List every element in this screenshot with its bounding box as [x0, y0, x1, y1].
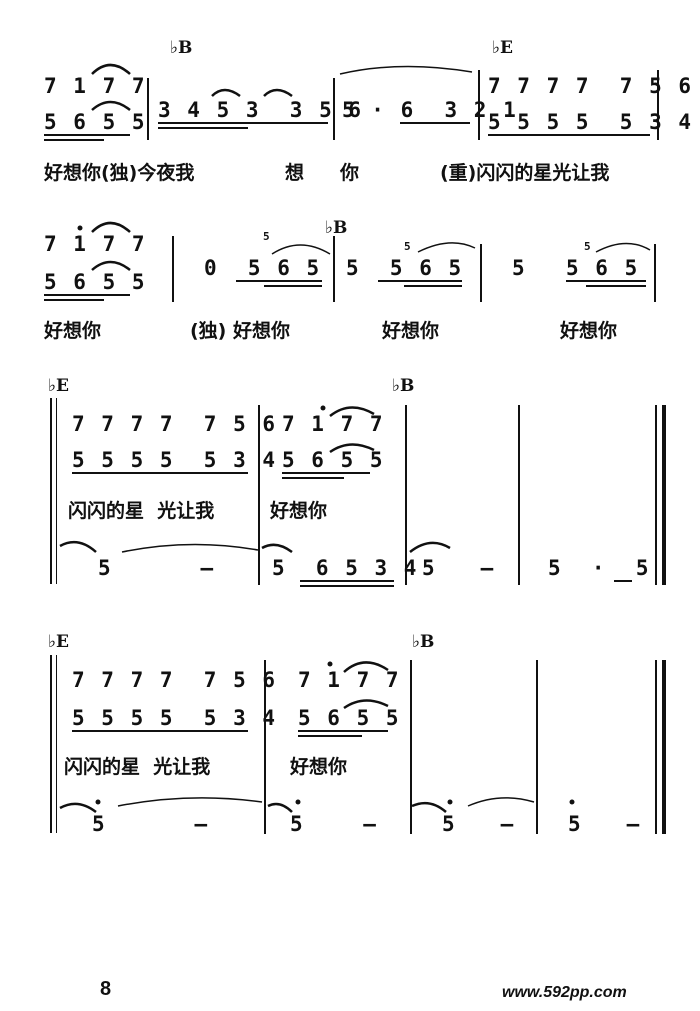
lyric: 好想你: [270, 500, 328, 522]
note-row-upper: 7 1 7 7: [44, 74, 147, 98]
note-row: 5 6 5: [566, 256, 640, 280]
lyric: 你: [340, 162, 360, 184]
page-number: 8: [100, 978, 112, 1000]
system-bracket: [50, 398, 52, 584]
underline: [298, 735, 362, 737]
note-row-lower: 5 5 5 5 5 3 4: [72, 448, 278, 472]
note-row-upper: 7 1 7 7: [282, 412, 385, 436]
note-row-lower: 5 6 5 5: [44, 110, 147, 134]
note-row: 5 · 6 3 2 1: [342, 98, 518, 122]
lyric: 好想你: [290, 756, 348, 778]
lyric: 闪闪的星 光让我: [68, 500, 215, 522]
barline: [536, 660, 538, 834]
underline: [72, 472, 248, 474]
lyric: 好想你: [44, 320, 102, 342]
bass-note: 5 · 5: [548, 556, 651, 580]
grace-note: 5: [404, 240, 411, 253]
barline: [147, 78, 149, 140]
underline: [44, 294, 130, 296]
note-row-upper: 7 7 7 7 7 5 6: [488, 74, 694, 98]
underline: [298, 730, 388, 732]
system-bracket: [56, 398, 57, 584]
system-bracket: [56, 655, 57, 833]
underline: [282, 477, 344, 479]
final-barline: [662, 405, 666, 585]
chord-symbol: ♭E: [48, 376, 69, 396]
chord-symbol: ♭E: [492, 38, 513, 58]
note-row: 0 5 6 5: [204, 256, 322, 280]
lyric: (重)闪闪的星光让我: [440, 162, 610, 184]
underline: [488, 134, 650, 136]
note-row-upper: 7 1 7 7: [298, 668, 401, 692]
underline: [236, 280, 322, 282]
barline: [172, 236, 174, 302]
underline: [72, 730, 248, 732]
note-row-upper: 7 7 7 7 7 5 6: [72, 412, 278, 436]
barline: [480, 244, 482, 302]
note-row-upper: 7 1 7 7: [44, 232, 147, 256]
barline: [258, 405, 260, 585]
underline: [614, 580, 632, 582]
final-barline: [662, 660, 666, 834]
bass-note: 5 –: [422, 556, 496, 580]
chord-symbol: ♭B: [412, 632, 435, 652]
underline: [586, 285, 646, 287]
underline: [404, 285, 462, 287]
barline: [518, 405, 520, 585]
bass-note: 5 –: [92, 812, 210, 836]
barline: [655, 660, 657, 834]
barline: [333, 236, 335, 302]
barline: [654, 244, 656, 302]
lyric: 闪闪的星 光让我: [64, 756, 211, 778]
underline: [264, 285, 322, 287]
underline: [44, 134, 130, 136]
underline: [282, 472, 370, 474]
bass-note: 5 6 5 3 4: [272, 556, 419, 580]
note-row-lower: 5 6 5 5: [298, 706, 401, 730]
system-bracket: [50, 655, 52, 833]
chord-symbol: ♭E: [48, 632, 69, 652]
grace-note: 5: [263, 230, 270, 243]
bass-note: 5 –: [98, 556, 216, 580]
underline: [158, 127, 248, 129]
lyric: 好想你: [382, 320, 440, 342]
barline: [655, 405, 657, 585]
note-row: 5: [512, 256, 527, 280]
underline: [158, 122, 328, 124]
note-row-lower: 5 6 5 5: [44, 270, 147, 294]
barline: [405, 405, 407, 585]
lyric: 好想你: [560, 320, 618, 342]
underline: [378, 280, 462, 282]
chord-symbol: ♭B: [170, 38, 193, 58]
bass-note: 5 –: [442, 812, 516, 836]
barline: [478, 70, 480, 140]
website-watermark: www.592pp.com: [502, 984, 627, 1001]
note-row-lower: 5 5 5 5 5 3 4: [488, 110, 694, 134]
lyric: 好想你(独)今夜我: [44, 162, 195, 184]
underline: [566, 280, 646, 282]
underline: [44, 139, 104, 141]
note-row-lower: 5 6 5 5: [282, 448, 385, 472]
underline: [400, 122, 470, 124]
lyric: 想: [285, 162, 305, 184]
note-row: 3 4 5 3 3 5 6: [158, 98, 364, 122]
note-row: 5 5 6 5: [346, 256, 464, 280]
underline: [300, 580, 394, 582]
lyric: (独) 好想你: [190, 320, 290, 342]
grace-note: 5: [584, 240, 591, 253]
underline: [300, 585, 394, 587]
bass-note: 5 –: [290, 812, 378, 836]
bass-note: 5 –: [568, 812, 642, 836]
chord-symbol: ♭B: [325, 218, 348, 238]
underline: [44, 299, 104, 301]
barline: [657, 70, 659, 140]
barline: [264, 660, 266, 834]
barline: [410, 660, 412, 834]
chord-symbol: ♭B: [392, 376, 415, 396]
barline: [333, 78, 335, 140]
